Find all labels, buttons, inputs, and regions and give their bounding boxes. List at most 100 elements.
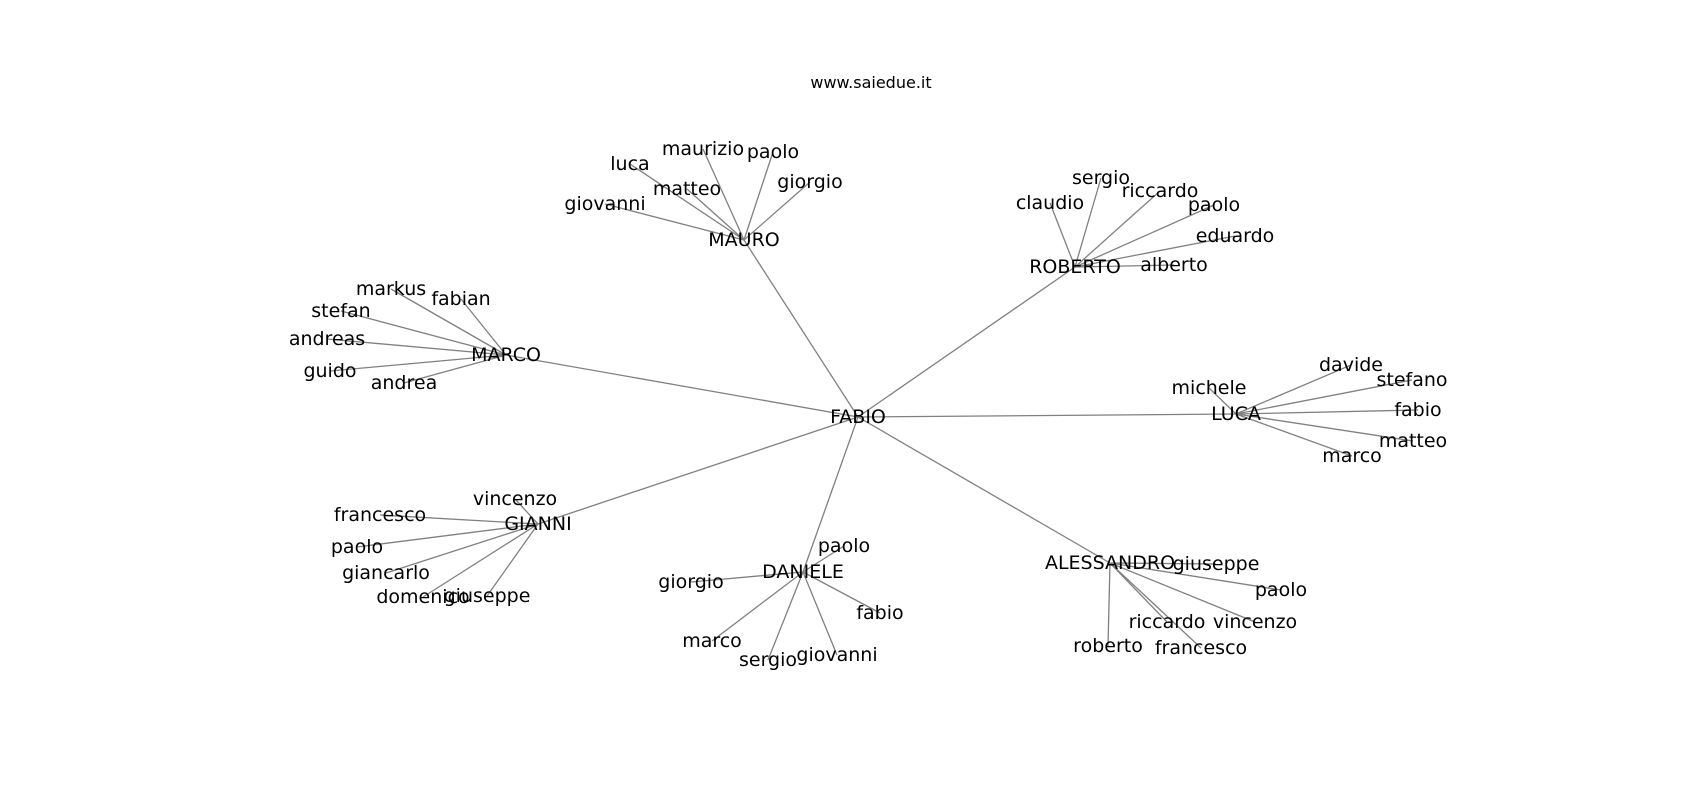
node-leaf-maurizio: maurizio [662,138,744,160]
node-leaf-giancarlo: giancarlo [342,562,430,584]
edge-root-alessandro [857,416,1111,564]
edge-daniele-fabio [802,571,881,614]
node-leaf-francesco: francesco [1155,637,1247,659]
node-leaf-fabio: fabio [856,602,903,624]
edge-gianni-paolo [356,523,539,548]
edge-daniele-giorgio [690,571,804,583]
edge-roberto-paolo [1074,204,1215,268]
node-leaf-guido: guido [303,360,356,382]
node-hub-roberto: ROBERTO [1029,256,1121,278]
edge-mauro-luca [629,163,745,241]
edge-marco-andrea [403,354,507,384]
edge-alessandro-roberto [1107,562,1111,647]
node-leaf-markus: markus [356,278,426,300]
edge-marco-fabian [460,298,507,356]
node-leaf-riccardo: riccardo [1122,180,1199,202]
node-leaf-giovanni: giovanni [796,644,877,666]
edge-mauro-giovanni [604,203,745,241]
node-hub-marco: MARCO [471,344,541,366]
node-leaf-paolo: paolo [1188,194,1240,216]
edge-gianni-domenico [422,523,539,598]
edge-gianni-francesco [379,514,539,525]
edge-root-mauro [743,239,859,418]
node-leaf-paolo: paolo [818,535,870,557]
node-leaf-giuseppe: giuseppe [1173,553,1260,575]
edge-daniele-giovanni [802,571,838,656]
edge-daniele-sergio [767,571,804,661]
node-leaf-eduardo: eduardo [1196,225,1275,247]
node-leaf-giovanni: giovanni [564,193,645,215]
edge-roberto-sergio [1074,177,1102,268]
edge-daniele-paolo [802,545,845,573]
node-leaf-paolo: paolo [747,141,799,163]
edge-gianni-vincenzo [514,498,539,525]
edge-alessandro-riccardo [1109,562,1168,623]
edge-roberto-claudio [1049,202,1076,268]
edge-root-daniele [802,416,859,573]
edge-alessandro-giuseppe [1109,562,1217,565]
edge-mauro-matteo [686,188,745,241]
edge-root-marco [505,354,859,418]
edge-luca-marco [1235,413,1353,457]
edge-daniele-marco [711,571,804,642]
edge-gianni-giancarlo [385,523,539,574]
edge-alessandro-paolo [1109,562,1282,591]
node-leaf-stefano: stefano [1376,369,1447,391]
node-leaf-vincenzo: vincenzo [473,488,557,510]
node-leaf-giorgio: giorgio [658,571,723,593]
node-leaf-davide: davide [1319,354,1383,376]
edge-marco-stefan [340,310,507,356]
edge-gianni-giuseppe [486,523,539,597]
node-leaf-domenico: domenico [376,586,469,608]
node-leaf-fabian: fabian [431,288,490,310]
node-leaf-giorgio: giorgio [777,171,842,193]
edge-luca-davide [1235,364,1352,415]
node-hub-mauro: MAURO [708,229,779,251]
node-leaf-vincenzo: vincenzo [1213,611,1297,633]
node-leaf-giuseppe: giuseppe [444,585,531,607]
node-leaf-sergio: sergio [739,649,797,671]
node-leaf-michele: michele [1172,377,1247,399]
node-leaf-fabio: fabio [1394,399,1441,421]
node-leaf-luca: luca [610,153,649,175]
edge-luca-fabio [1235,409,1419,415]
edge-luca-matteo [1235,413,1414,442]
node-leaf-sergio: sergio [1072,167,1130,189]
edge-roberto-alberto [1074,264,1175,268]
node-leaf-paolo: paolo [331,536,383,558]
node-root: FABIO [830,406,886,428]
edge-luca-michele [1208,387,1237,415]
node-leaf-andreas: andreas [289,328,365,350]
edge-mauro-paolo [743,151,774,241]
graph-title: www.saiedue.it [810,73,931,92]
node-leaf-marco: marco [682,630,742,652]
node-hub-luca: LUCA [1211,403,1261,425]
edge-luca-stefano [1235,379,1413,415]
edge-mauro-giorgio [743,181,811,241]
edge-marco-andreas [326,338,507,356]
node-leaf-claudio: claudio [1016,192,1084,214]
node-leaf-alberto: alberto [1140,254,1208,276]
edge-root-gianni [537,416,859,525]
node-leaf-andrea: andrea [371,372,437,394]
edge-root-luca [857,413,1237,418]
edge-marco-guido [329,354,507,372]
node-leaf-roberto: roberto [1073,635,1143,657]
edge-alessandro-francesco [1109,562,1202,649]
edge-alessandro-vincenzo [1109,562,1256,623]
node-leaf-matteo: matteo [653,178,721,200]
node-leaf-riccardo: riccardo [1129,611,1206,633]
node-hub-daniele: DANIELE [762,561,844,583]
edge-roberto-eduardo [1074,235,1236,268]
node-hub-gianni: GIANNI [504,513,571,535]
node-leaf-matteo: matteo [1379,430,1447,452]
edge-mauro-maurizio [702,148,745,241]
node-leaf-francesco: francesco [334,504,426,526]
node-hub-alessandro: ALESSANDRO [1045,552,1175,574]
edge-marco-markus [390,288,507,356]
node-leaf-paolo: paolo [1255,579,1307,601]
node-leaf-marco: marco [1322,445,1382,467]
edge-roberto-riccardo [1074,190,1161,268]
